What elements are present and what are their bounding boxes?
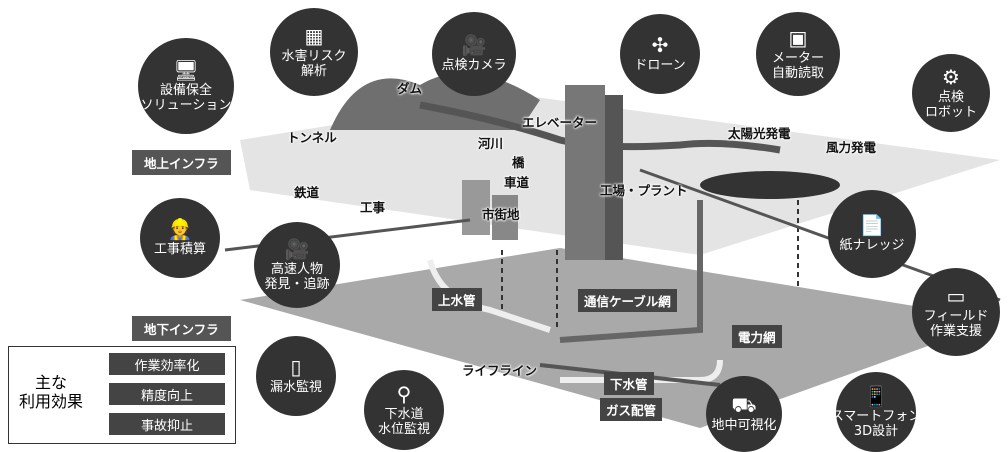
label-construction: 工事 [360, 200, 386, 215]
layer-underground: 地下インフラ [132, 316, 231, 341]
robot-arm-icon: ⚙ [942, 64, 960, 89]
bubble-paper-knowledge: 📄 紙ナレッジ [828, 190, 916, 278]
camera-icon: 🎥 [461, 33, 487, 58]
radar-cart-icon: ⛟ [731, 393, 757, 418]
sensor-icon: ▯ [290, 355, 302, 380]
camera-icon: 🎥 [284, 236, 310, 261]
bubble-meter-reading: ▣ メーター 自動読取 [756, 12, 840, 96]
label-telecom: 通信ケーブル網 [578, 289, 677, 312]
label-factory: 工場・プラント [600, 183, 688, 198]
label-wind: 風力発電 [826, 140, 877, 155]
layer-ground: 地上インフラ [132, 150, 231, 175]
label-dam: ダム [397, 81, 423, 96]
label-city: 市街地 [482, 207, 520, 222]
legend-item-accident: 事故抑止 [109, 413, 225, 435]
label-bridge: 橋 [512, 155, 525, 170]
bubble-inspection-camera: 🎥 点検カメラ [432, 12, 516, 96]
city-block-1 [462, 180, 490, 235]
sewer-pipe [560, 359, 723, 383]
bubble-underground-visual: ⛟ 地中可視化 [706, 376, 782, 452]
label-gas: ガス配管 [600, 398, 663, 421]
bubble-inspection-robot: ⚙ 点検 ロボット [912, 54, 990, 132]
label-power: 電力網 [732, 325, 782, 348]
tower-side [605, 95, 623, 260]
smartphone-worker-icon: 📱 [863, 383, 889, 408]
label-tunnel: トンネル [287, 130, 337, 145]
bubble-smartphone-3d: 📱 スマートフォン 3D設計 [831, 372, 921, 452]
bubble-sewer-level: ⚲ 下水道 水位監視 [364, 370, 444, 450]
dam-icon: ▦ [304, 23, 324, 48]
lake-shape [700, 171, 840, 199]
city-block-2 [492, 195, 518, 240]
legend-title: 主な 利用効果 [19, 373, 84, 412]
bubble-leak-monitor: ▯ 漏水監視 [256, 336, 336, 416]
bubble-facility-security: 🖥 設備保全 ソリューション [138, 38, 234, 134]
bubble-person-search: 🎥 高速人物 発見・追跡 [254, 222, 340, 308]
drone-icon: ✣ [651, 33, 669, 58]
tower-building [565, 85, 605, 260]
worker-icon: 👷 [167, 217, 193, 242]
wireless-sensor-icon: ⚲ [396, 381, 412, 406]
legend-item-accuracy: 精度向上 [109, 383, 225, 405]
label-lifeline: ライフライン [462, 363, 538, 378]
legend-box: 主な 利用効果 作業効率化 精度向上 事故抑止 [8, 346, 236, 444]
power-pipe [559, 200, 703, 343]
bubble-field-support: ▭ フィールド 作業支援 [912, 268, 1000, 356]
bubble-drone: ✣ ドローン [620, 14, 700, 94]
label-solar: 太陽光発電 [728, 126, 791, 141]
tablet-icon: ▭ [946, 283, 966, 308]
computer-icon: 🖥 [173, 57, 199, 82]
ai-document-icon: 📄 [859, 213, 885, 238]
label-road: 車道 [504, 175, 530, 190]
label-railway: 鉄道 [294, 185, 320, 200]
label-river: 河川 [478, 136, 504, 151]
meter-icon: ▣ [788, 25, 808, 50]
label-elevator: エレベーター [522, 115, 598, 130]
label-sewer: 下水管 [604, 372, 654, 395]
bubble-flood-risk: ▦ 水害リスク 解析 [270, 8, 358, 96]
legend-item-efficiency: 作業効率化 [109, 353, 225, 375]
bubble-construction-estimate: 👷 工事積算 [140, 198, 220, 278]
label-water-supply: 上水管 [432, 288, 482, 311]
